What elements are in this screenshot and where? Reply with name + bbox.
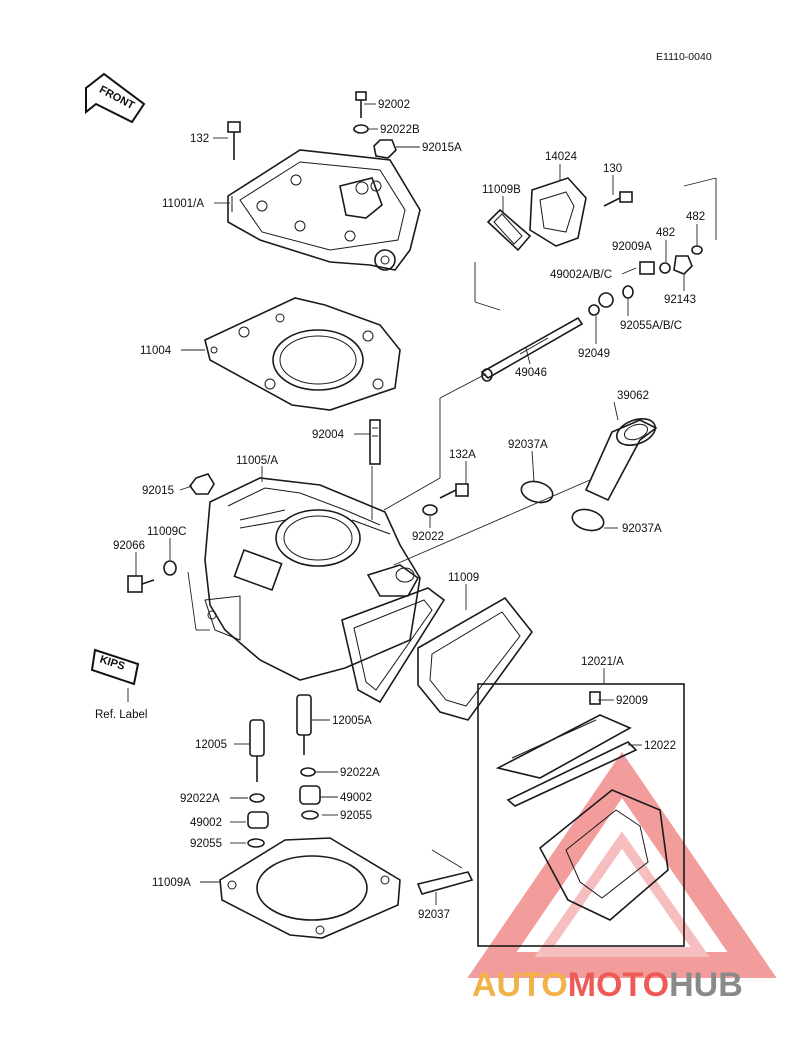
label-92009a: 92009A xyxy=(612,241,652,253)
label-92009: 92009 xyxy=(616,695,648,707)
label-49002-left: 49002 xyxy=(190,817,222,829)
label-49046: 49046 xyxy=(515,367,547,379)
hose-39062 xyxy=(584,418,658,502)
washer-11009c xyxy=(163,560,177,576)
label-11001a: 11001/A xyxy=(162,198,204,210)
label-11009b: 11009B xyxy=(482,184,521,196)
watermark-moto: MOTO xyxy=(568,966,669,1004)
label-92015a-top: 92015A xyxy=(422,142,462,154)
clamp-92037a-bot xyxy=(571,508,605,532)
label-132a: 132A xyxy=(449,449,476,461)
label-92022b: 92022B xyxy=(380,124,420,136)
watermark-logo: AUTOMOTOHUB xyxy=(472,966,743,1004)
label-49002abc: 49002A/B/C xyxy=(550,269,612,281)
label-92049: 92049 xyxy=(578,348,610,360)
label-482-b: 482 xyxy=(686,211,705,223)
kips-ref-label xyxy=(90,648,140,686)
label-482-a: 482 xyxy=(656,227,675,239)
plug-92066 xyxy=(127,575,155,593)
power-valve-12005 xyxy=(247,719,269,848)
diagram-code: E1110-0040 xyxy=(656,51,712,63)
cover-14024 xyxy=(529,177,587,247)
reed-gasket xyxy=(341,587,534,721)
base-gasket xyxy=(219,837,401,939)
clamp-92037a-top xyxy=(520,480,554,504)
valve-rod-49046 xyxy=(480,316,584,382)
label-92143: 92143 xyxy=(664,294,696,306)
label-12005a: 12005A xyxy=(332,715,372,727)
reed-valve-box xyxy=(477,683,685,947)
label-92055abc: 92055A/B/C xyxy=(620,320,682,332)
label-11009c: 11009C xyxy=(147,526,186,538)
leader-lines xyxy=(127,103,717,905)
valve-small-parts xyxy=(588,245,703,316)
watermark-triangle xyxy=(467,751,777,978)
watermark-auto: AUTO xyxy=(472,966,568,1004)
label-92004: 92004 xyxy=(312,429,345,441)
bolt-130 xyxy=(603,191,633,207)
part-labels: 92002 92022B 92015A 132 11001/A 14024 13… xyxy=(95,99,705,921)
label-92055-left: 92055 xyxy=(190,838,222,850)
watermark-hub: HUB xyxy=(669,966,743,1004)
label-92015: 92015 xyxy=(142,485,174,497)
label-11004: 11004 xyxy=(140,345,172,357)
washer-92022-mid xyxy=(422,504,438,516)
bolt-132 xyxy=(227,121,241,160)
label-49002-right: 49002 xyxy=(340,792,372,804)
ref-label: Ref. Label xyxy=(95,709,147,721)
label-39062: 39062 xyxy=(617,390,649,402)
label-92037a-top: 92037A xyxy=(508,439,548,451)
label-132: 132 xyxy=(190,133,209,145)
nut-92015 xyxy=(189,473,215,495)
front-arrow-icon: FRONT xyxy=(85,72,146,124)
power-valve-12005a xyxy=(296,694,321,820)
label-92002: 92002 xyxy=(378,99,410,111)
shaft-92037 xyxy=(416,871,474,895)
label-92022a-right: 92022A xyxy=(340,767,380,779)
label-12022: 12022 xyxy=(644,740,676,752)
reed-valve-parts xyxy=(495,691,669,921)
label-92066: 92066 xyxy=(113,540,145,552)
label-11005a: 11005/A xyxy=(236,455,278,467)
stud-92004 xyxy=(369,419,381,465)
svg-text:AUTOMOTOHUB: AUTOMOTOHUB xyxy=(472,966,743,1004)
cylinder-head xyxy=(227,149,421,271)
bolt-132a xyxy=(439,483,469,499)
label-11009a: 11009A xyxy=(152,877,191,889)
label-130: 130 xyxy=(603,163,622,175)
label-12021a: 12021/A xyxy=(581,656,624,668)
cylinder-block xyxy=(204,477,421,681)
label-11009: 11009 xyxy=(448,572,479,584)
label-92022a-left: 92022A xyxy=(180,793,220,805)
label-92022-mid: 92022 xyxy=(412,531,444,543)
label-92055-right: 92055 xyxy=(340,810,372,822)
gasket-11009b xyxy=(486,208,532,252)
head-gasket xyxy=(204,297,401,411)
label-92037a-bot: 92037A xyxy=(622,523,662,535)
label-14024: 14024 xyxy=(545,151,578,163)
label-12005: 12005 xyxy=(195,739,227,751)
label-92037: 92037 xyxy=(418,909,450,921)
